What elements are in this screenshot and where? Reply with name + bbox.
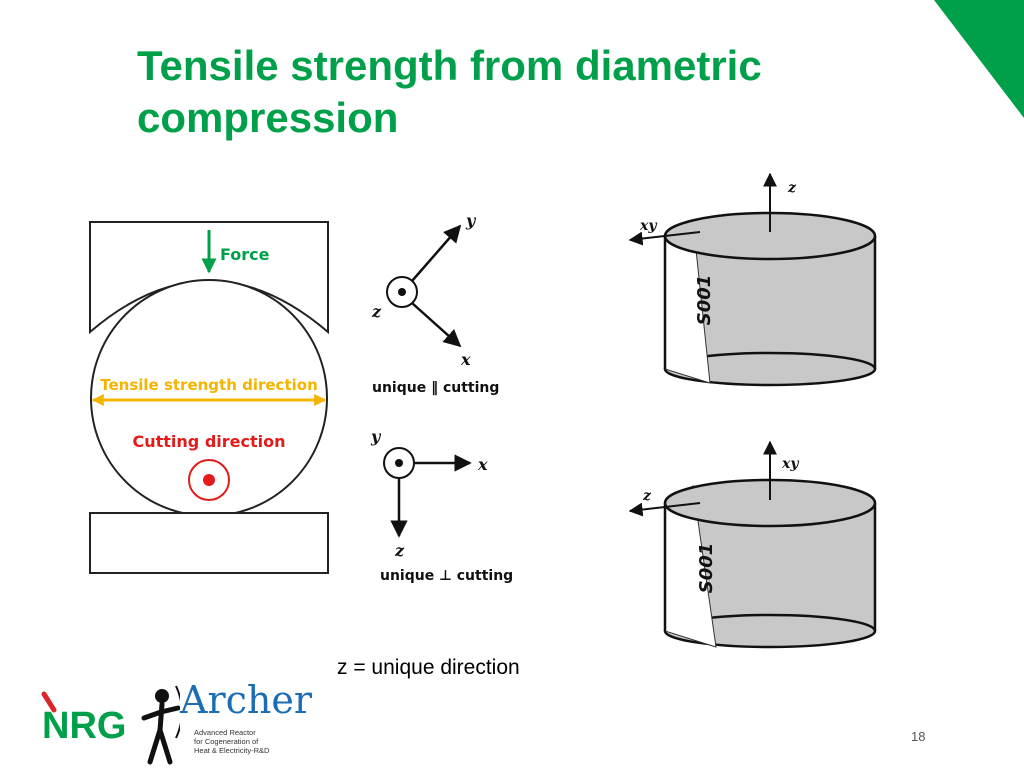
- cylinder-bottom-side-arrow: [628, 502, 701, 517]
- x-axis-label-2: x: [477, 455, 488, 474]
- slide-title: Tensile strength from diametric compress…: [137, 40, 897, 144]
- compression-figure: Force Tensile strength direction Cutting…: [89, 221, 329, 574]
- slide-title-line-1: Tensile strength from diametric: [137, 42, 762, 89]
- cylinder-top-side-arrow: [628, 231, 701, 246]
- nrg-logo: NRG: [41, 691, 126, 747]
- y-axis-label-2: y: [370, 427, 382, 446]
- orientation-label-parallel: unique ‖ cutting: [372, 380, 499, 396]
- axes-parallel: y x z unique ‖ cutting: [371, 211, 499, 396]
- archer-logo-word: Archer: [180, 678, 313, 722]
- cylinder-top-vertical-label: z: [787, 180, 797, 196]
- cylinder-bottom-side-label: z: [642, 488, 652, 504]
- force-label: Force: [220, 245, 270, 264]
- page-number: 18: [911, 729, 926, 744]
- z-axis-label: z: [371, 302, 382, 321]
- archer-tagline-line-2: for Cogeneration of: [194, 737, 259, 746]
- cylinder-bottom-engraving: S001: [696, 543, 717, 594]
- archer-tagline-line-1: Advanced Reactor: [194, 728, 256, 737]
- archer-logo-tagline: Advanced Reactor for Cogeneration of Hea…: [194, 728, 294, 755]
- unique-direction-caption: z = unique direction: [337, 656, 520, 679]
- y-out-of-page-dot: [395, 459, 403, 467]
- archer-tagline-line-3: Heat & Electricity-R&D: [194, 746, 270, 755]
- orientation-label-perpendicular: unique ⊥ cutting: [380, 568, 513, 584]
- cutting-direction-symbol-dot: [203, 474, 215, 486]
- cylinder-top-side-label: xy: [639, 218, 657, 234]
- cylinder-bottom: xy z S001: [628, 440, 877, 649]
- y-axis-arrow: [411, 224, 462, 282]
- lower-platen: [89, 512, 329, 574]
- z-out-of-page-dot: [398, 288, 406, 296]
- cylinder-bottom-vertical-label: xy: [781, 456, 799, 472]
- cutting-direction-label: Cutting direction: [132, 432, 285, 451]
- cylinder-top: z xy S001: [628, 172, 877, 387]
- archer-logo: Archer Advanced Reactor for Cogeneration…: [140, 678, 312, 771]
- tensile-strength-label: Tensile strength direction: [100, 376, 318, 394]
- axes-perpendicular: y x z unique ⊥ cutting: [370, 427, 513, 584]
- x-axis-label: x: [460, 350, 471, 369]
- y-axis-label: y: [465, 211, 477, 230]
- x-axis-arrow: [411, 302, 462, 348]
- cylinder-top-engraving: S001: [694, 275, 715, 326]
- archer-figure-icon: [141, 685, 183, 765]
- nrg-logo-text: NRG: [42, 705, 126, 747]
- z-axis-label-2: z: [394, 541, 405, 560]
- slide-title-line-2: compression: [137, 94, 399, 141]
